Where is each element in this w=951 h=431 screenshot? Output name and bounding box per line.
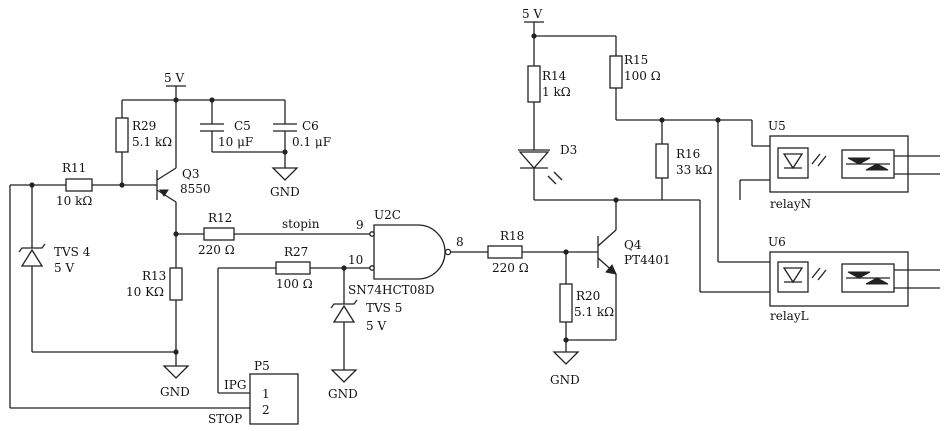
r27-name: R27 (284, 245, 308, 259)
resistor-r12: R12 220 Ω (198, 211, 235, 257)
resistor-r16: R16 33 kΩ (655, 120, 712, 200)
u5-ref: U5 (768, 119, 786, 133)
r20-value: 5.1 kΩ (574, 305, 614, 319)
ground-symbol-c6: GND (270, 167, 300, 199)
r27-value: 100 Ω (276, 277, 313, 291)
ground-symbol-tvs5: GND (328, 369, 358, 401)
supply-5v-left: 5 V (164, 71, 186, 100)
resistor-r18: R18 220 Ω (487, 229, 529, 275)
gnd-label-q3: GND (160, 385, 190, 399)
r11-name: R11 (62, 161, 86, 175)
ground-symbol-q3: GND (160, 365, 190, 399)
transistor-q4: Q4 PT4401 (566, 200, 671, 341)
gnd-label-c6: GND (270, 185, 300, 199)
r13-name: R13 (142, 269, 166, 283)
resistor-r15: R15 100 Ω (609, 36, 661, 120)
u2c-pin10: 10 (348, 253, 363, 267)
capacitor-c6: C6 0.1 μF (273, 100, 331, 168)
resistor-r20: R20 5.1 kΩ (559, 252, 614, 352)
transistor-q3: Q3 8550 (156, 100, 211, 268)
r15-value: 100 Ω (624, 69, 661, 83)
c6-name: C6 (302, 119, 319, 133)
r16-name: R16 (676, 147, 700, 161)
resistor-r27: R27 100 Ω (275, 245, 313, 291)
u2c-pin8: 8 (456, 235, 464, 249)
gnd-label-q4: GND (550, 373, 580, 387)
u2c-ref: U2C (374, 208, 401, 222)
supply-5v-right: 5 V (522, 7, 544, 36)
tvs5-name: TVS 5 (366, 301, 402, 315)
supply-label-left: 5 V (164, 71, 184, 85)
gnd-label-tvs5: GND (328, 387, 358, 401)
u2c-pin9: 9 (356, 218, 364, 232)
p5-pin2: 2 (262, 403, 270, 417)
q4-name: Q4 (624, 238, 642, 252)
ground-symbol-q4: GND (550, 351, 580, 387)
r16-value: 33 kΩ (676, 163, 712, 177)
connector-p5: P5 1 2 IPG STOP (208, 359, 299, 426)
resistor-r13: R13 10 KΩ (126, 267, 183, 366)
and-gate-u2c: U2C SN74HCT08D 9 10 8 (348, 208, 464, 297)
u6-ref: U6 (768, 235, 786, 249)
r11-value: 10 kΩ (56, 194, 92, 208)
tvs5-value: 5 V (366, 319, 386, 333)
net-stop-label: STOP (208, 412, 242, 426)
r29-value: 5.1 kΩ (132, 135, 172, 149)
tvs-diode-4: TVS 4 5 V (18, 185, 91, 352)
r29-name: R29 (132, 119, 156, 133)
relay-u6: U6 relayL (768, 235, 940, 323)
q3-part: 8550 (180, 182, 211, 196)
supply-label-right: 5 V (522, 7, 542, 21)
q3-name: Q3 (182, 167, 199, 181)
r14-name: R14 (542, 69, 567, 83)
r12-value: 220 Ω (198, 243, 235, 257)
d3-name: D3 (560, 143, 577, 157)
u2c-part: SN74HCT08D (348, 283, 435, 297)
net-stopin-label: stopin (282, 217, 320, 231)
capacitor-c5: C5 10 μF (200, 100, 253, 152)
r12-name: R12 (208, 211, 232, 225)
tvs4-value: 5 V (54, 261, 74, 275)
r18-name: R18 (500, 229, 524, 243)
resistor-r14: R14 1 kΩ (527, 36, 571, 150)
u6-name: relayL (770, 309, 809, 323)
net-ipg-label: IPG (224, 378, 246, 392)
tvs-diode-5: TVS 5 5 V (330, 268, 402, 370)
c5-name: C5 (234, 119, 251, 133)
relay-u5: U5 relayN (768, 119, 940, 211)
c5-value: 10 μF (218, 135, 253, 149)
r13-value: 10 KΩ (126, 285, 164, 299)
resistor-r29: R29 5.1 kΩ (115, 100, 172, 185)
p5-pin1: 1 (262, 387, 270, 401)
r18-value: 220 Ω (492, 261, 529, 275)
r15-name: R15 (624, 53, 648, 67)
p5-ref: P5 (254, 359, 270, 373)
led-d3: D3 (518, 143, 577, 200)
r14-value: 1 kΩ (542, 85, 571, 99)
c6-value: 0.1 μF (292, 135, 331, 149)
resistor-r11: R11 10 kΩ (56, 161, 93, 208)
q4-part: PT4401 (624, 253, 671, 267)
tvs4-name: TVS 4 (54, 245, 91, 259)
r20-name: R20 (576, 289, 600, 303)
u5-name: relayN (770, 197, 811, 211)
